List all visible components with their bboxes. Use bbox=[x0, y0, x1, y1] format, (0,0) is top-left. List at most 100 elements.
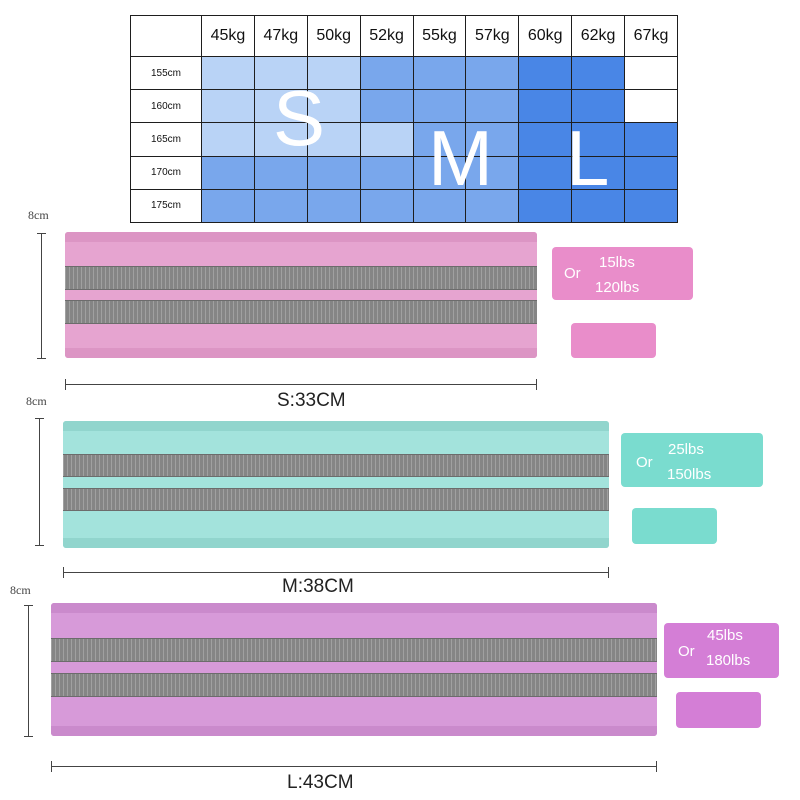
height-header: 165cm bbox=[130, 122, 202, 157]
size-cell bbox=[201, 89, 255, 124]
size-cell bbox=[465, 122, 520, 157]
weight-header: 47kg bbox=[253, 15, 308, 57]
size-cell bbox=[624, 188, 678, 224]
weight-header: 50kg bbox=[306, 15, 361, 57]
size-cell bbox=[465, 55, 520, 91]
height-header: 170cm bbox=[130, 155, 202, 190]
weight-header: 57kg bbox=[465, 15, 520, 57]
band-stripe bbox=[65, 300, 537, 324]
size-cell bbox=[571, 155, 625, 190]
resistance-high: 150lbs bbox=[667, 466, 712, 483]
size-cell bbox=[306, 155, 361, 190]
size-cell bbox=[465, 89, 520, 124]
weight-header: 52kg bbox=[359, 15, 414, 57]
weight-header: 45kg bbox=[201, 15, 255, 57]
size-cell bbox=[518, 89, 573, 124]
weight-header: 67kg bbox=[624, 15, 678, 57]
band-m-width-line bbox=[63, 567, 609, 578]
band-m-resistance-tag: Or 25lbs 150lbs bbox=[621, 433, 763, 487]
band-edge bbox=[65, 232, 537, 242]
size-cell bbox=[465, 155, 520, 190]
resistance-high: 180lbs bbox=[706, 652, 751, 669]
height-header: 160cm bbox=[130, 89, 202, 124]
band-s-resistance-tag: Or 15lbs 120lbs bbox=[552, 247, 693, 300]
size-cell bbox=[201, 55, 255, 91]
size-cell bbox=[518, 122, 573, 157]
band-stripe bbox=[65, 266, 537, 290]
size-cell bbox=[518, 155, 573, 190]
size-cell bbox=[518, 188, 573, 224]
size-cell bbox=[359, 89, 414, 124]
height-row: 160cm bbox=[130, 89, 678, 124]
size-cell bbox=[624, 89, 678, 124]
band-l-image bbox=[51, 603, 657, 736]
size-cell bbox=[412, 55, 467, 91]
resistance-low: 45lbs bbox=[707, 627, 743, 644]
height-header: 175cm bbox=[130, 188, 202, 224]
size-cell bbox=[412, 122, 467, 157]
size-cell bbox=[306, 188, 361, 224]
size-cell bbox=[201, 155, 255, 190]
resistance-high: 120lbs bbox=[595, 279, 640, 296]
band-edge bbox=[51, 726, 657, 736]
band-l-height-label: 8cm bbox=[10, 583, 31, 597]
size-cell bbox=[412, 188, 467, 224]
weight-header: 60kg bbox=[518, 15, 573, 57]
band-l-width-line bbox=[51, 761, 657, 772]
band-s-color-swatch bbox=[571, 323, 656, 358]
resistance-low: 25lbs bbox=[668, 441, 704, 458]
resistance-low: 15lbs bbox=[599, 254, 635, 271]
band-stripe bbox=[51, 638, 657, 662]
height-row: 175cm bbox=[130, 188, 678, 224]
size-cell bbox=[306, 122, 361, 157]
size-cell bbox=[359, 122, 414, 157]
size-cell bbox=[201, 188, 255, 224]
or-label: Or bbox=[564, 265, 581, 282]
size-cell bbox=[359, 155, 414, 190]
band-edge bbox=[63, 421, 609, 431]
size-cell bbox=[359, 188, 414, 224]
band-l-height-line bbox=[24, 605, 33, 737]
band-s-height-label: 8cm bbox=[28, 208, 49, 222]
band-edge bbox=[51, 603, 657, 613]
band-m-height-line bbox=[35, 418, 44, 546]
size-cell bbox=[253, 188, 308, 224]
height-row: 155cm bbox=[130, 55, 678, 91]
size-cell bbox=[201, 122, 255, 157]
band-edge bbox=[65, 348, 537, 358]
or-label: Or bbox=[678, 643, 695, 660]
size-cell bbox=[571, 122, 625, 157]
size-cell bbox=[253, 89, 308, 124]
band-s-height-line bbox=[37, 233, 46, 359]
band-s-width-line bbox=[65, 379, 537, 390]
size-cell bbox=[624, 55, 678, 91]
band-l-width-label: L:43CM bbox=[287, 772, 354, 793]
size-cell bbox=[518, 55, 573, 91]
or-label: Or bbox=[636, 454, 653, 471]
band-s-image bbox=[65, 232, 537, 358]
band-stripe bbox=[63, 488, 609, 511]
size-cell bbox=[412, 155, 467, 190]
size-cell bbox=[624, 122, 678, 157]
size-cell bbox=[359, 55, 414, 91]
size-cell bbox=[306, 89, 361, 124]
band-m-height-label: 8cm bbox=[26, 394, 47, 408]
size-cell bbox=[253, 122, 308, 157]
band-m-image bbox=[63, 421, 609, 548]
size-cell bbox=[465, 188, 520, 224]
band-stripe bbox=[51, 673, 657, 697]
band-m-color-swatch bbox=[632, 508, 717, 544]
size-cell bbox=[571, 55, 625, 91]
band-s-width-label: S:33CM bbox=[277, 390, 346, 411]
size-cell bbox=[253, 55, 308, 91]
band-stripe bbox=[63, 454, 609, 477]
height-header: 155cm bbox=[130, 55, 202, 91]
weight-header: 62kg bbox=[571, 15, 625, 57]
size-cell bbox=[571, 89, 625, 124]
band-edge bbox=[63, 538, 609, 548]
band-m-width-label: M:38CM bbox=[282, 576, 354, 597]
size-cell bbox=[571, 188, 625, 224]
band-l-resistance-tag: Or 45lbs 180lbs bbox=[664, 623, 779, 678]
